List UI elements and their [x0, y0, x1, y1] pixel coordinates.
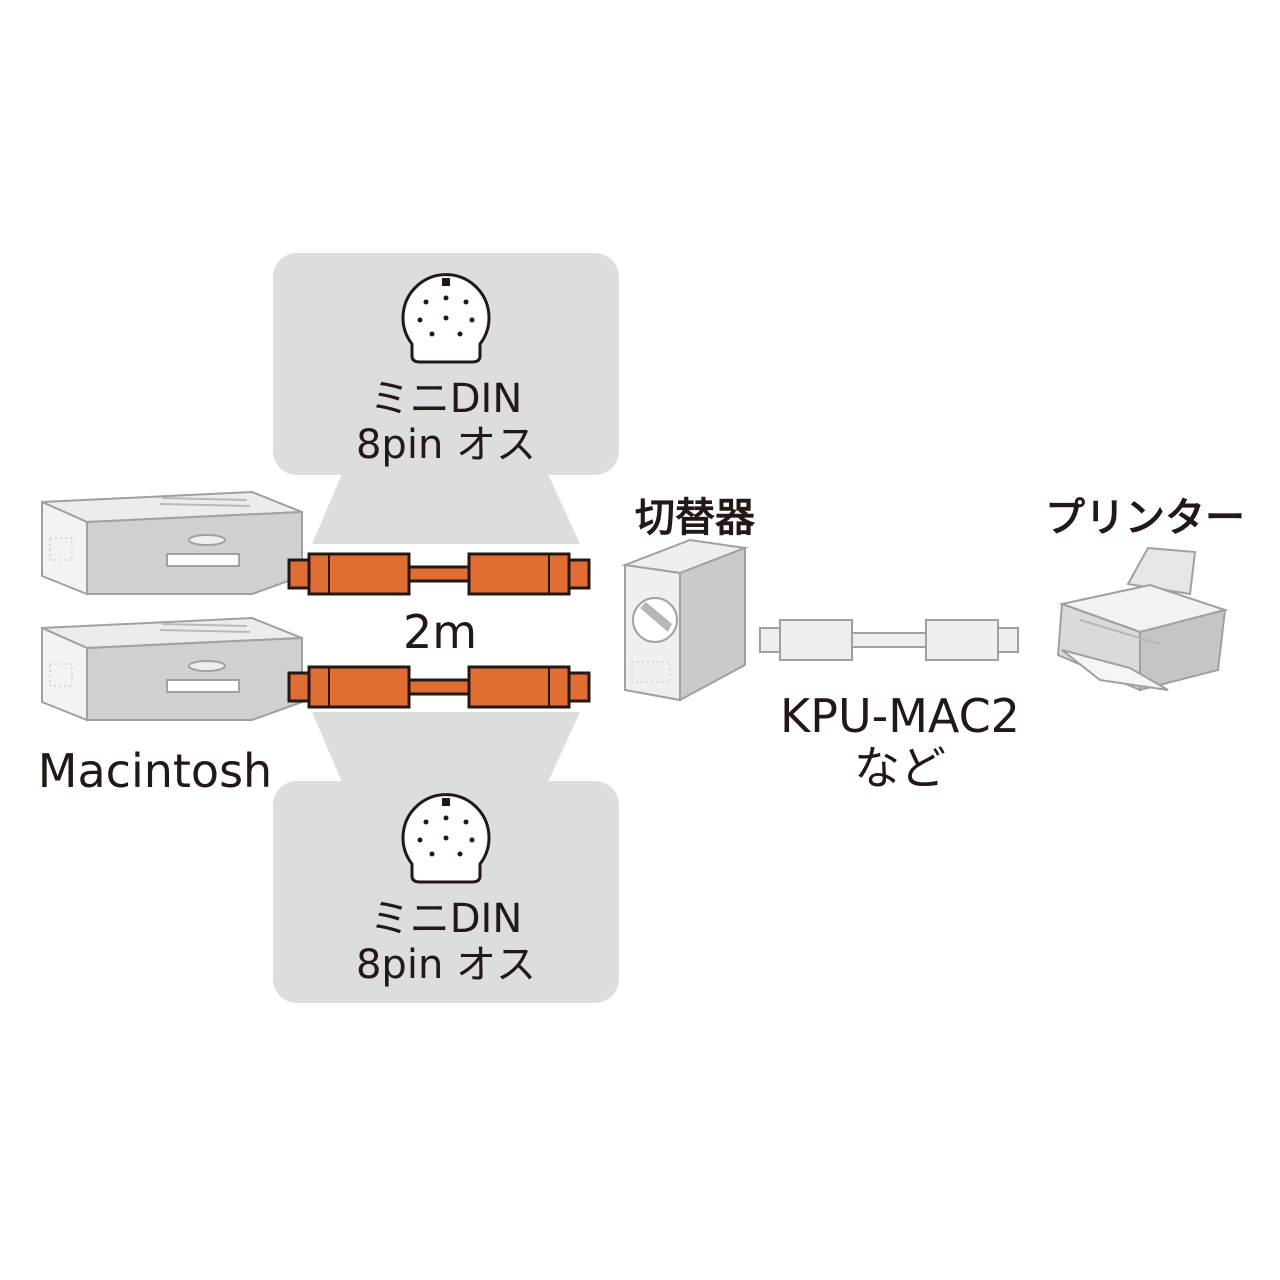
switch-box-icon	[621, 538, 749, 702]
switch-label: 切替器	[635, 495, 755, 541]
callout-bottom-line2: 8pin オス	[355, 942, 537, 988]
macintosh-computer-bottom-icon	[41, 617, 303, 721]
cable-length-label: 2m	[402, 605, 478, 659]
mini-din-top-icon	[401, 273, 491, 364]
printer-cable-line2: など	[854, 741, 946, 795]
macintosh-computer-top-icon	[41, 491, 303, 595]
printer-icon	[1056, 546, 1229, 692]
printer-label: プリンター	[1045, 495, 1245, 541]
computer-label: Macintosh	[37, 744, 273, 798]
mini-din-cable-top	[287, 552, 591, 596]
callout-bottom-line1: ミニDIN	[369, 896, 523, 942]
printer-cable-label: KPU-MAC2 など	[750, 690, 1050, 794]
mini-din-cable-bottom	[287, 665, 591, 709]
printer-cable-line1: KPU-MAC2	[780, 689, 1020, 743]
mini-din-bottom-icon	[401, 793, 491, 884]
callout-top-bubble	[273, 253, 619, 544]
callout-top-label: ミニDIN 8pin オス	[273, 376, 619, 468]
callout-bottom-label: ミニDIN 8pin オス	[273, 896, 619, 988]
callout-top-line1: ミニDIN	[369, 376, 523, 422]
callout-top-line2: 8pin オス	[355, 422, 537, 468]
printer-cable	[759, 619, 1019, 661]
callout-bottom-bubble	[273, 712, 619, 1003]
